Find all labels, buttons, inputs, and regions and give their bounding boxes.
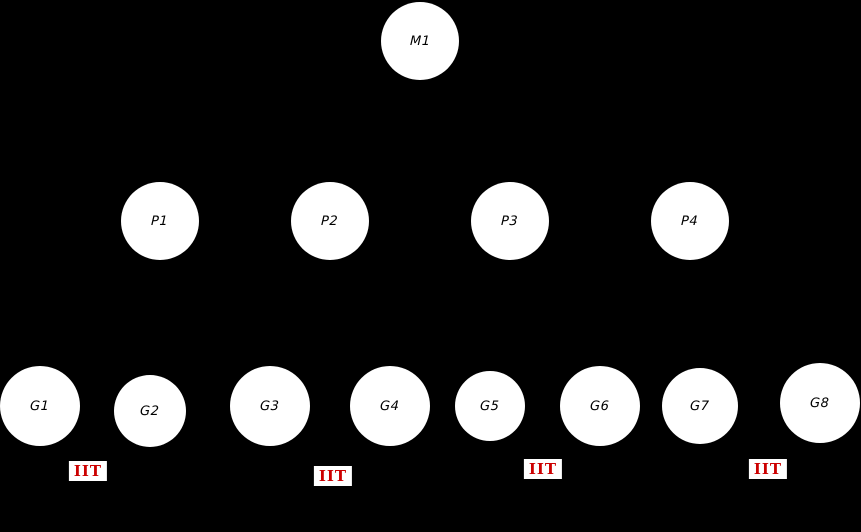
node-label: G3 — [260, 398, 280, 414]
node-M1: M1 — [381, 2, 459, 80]
node-P3: P3 — [471, 182, 549, 260]
node-label: P3 — [501, 213, 519, 229]
node-G7: G7 — [662, 368, 738, 444]
node-label: P1 — [151, 213, 169, 229]
node-G2: G2 — [114, 375, 186, 447]
iit-annotation: IIT — [313, 466, 353, 486]
iit-annotation: IIT — [523, 459, 563, 479]
node-label: M1 — [409, 33, 431, 49]
node-label: G5 — [480, 398, 500, 414]
node-label: G1 — [30, 398, 50, 414]
node-label: G8 — [810, 395, 830, 411]
node-label: G7 — [690, 398, 710, 414]
node-label: G2 — [140, 403, 160, 419]
node-G1: G1 — [0, 366, 80, 446]
node-P1: P1 — [121, 182, 199, 260]
node-label: P2 — [321, 213, 339, 229]
node-G6: G6 — [560, 366, 640, 446]
node-label: G6 — [590, 398, 610, 414]
iit-annotation: IIT — [748, 459, 788, 479]
node-G3: G3 — [230, 366, 310, 446]
node-P4: P4 — [651, 182, 729, 260]
node-G5: G5 — [455, 371, 525, 441]
iit-annotation: IIT — [68, 461, 108, 481]
node-label: G4 — [380, 398, 400, 414]
node-label: P4 — [681, 213, 699, 229]
node-P2: P2 — [291, 182, 369, 260]
node-G8: G8 — [780, 363, 860, 443]
node-G4: G4 — [350, 366, 430, 446]
